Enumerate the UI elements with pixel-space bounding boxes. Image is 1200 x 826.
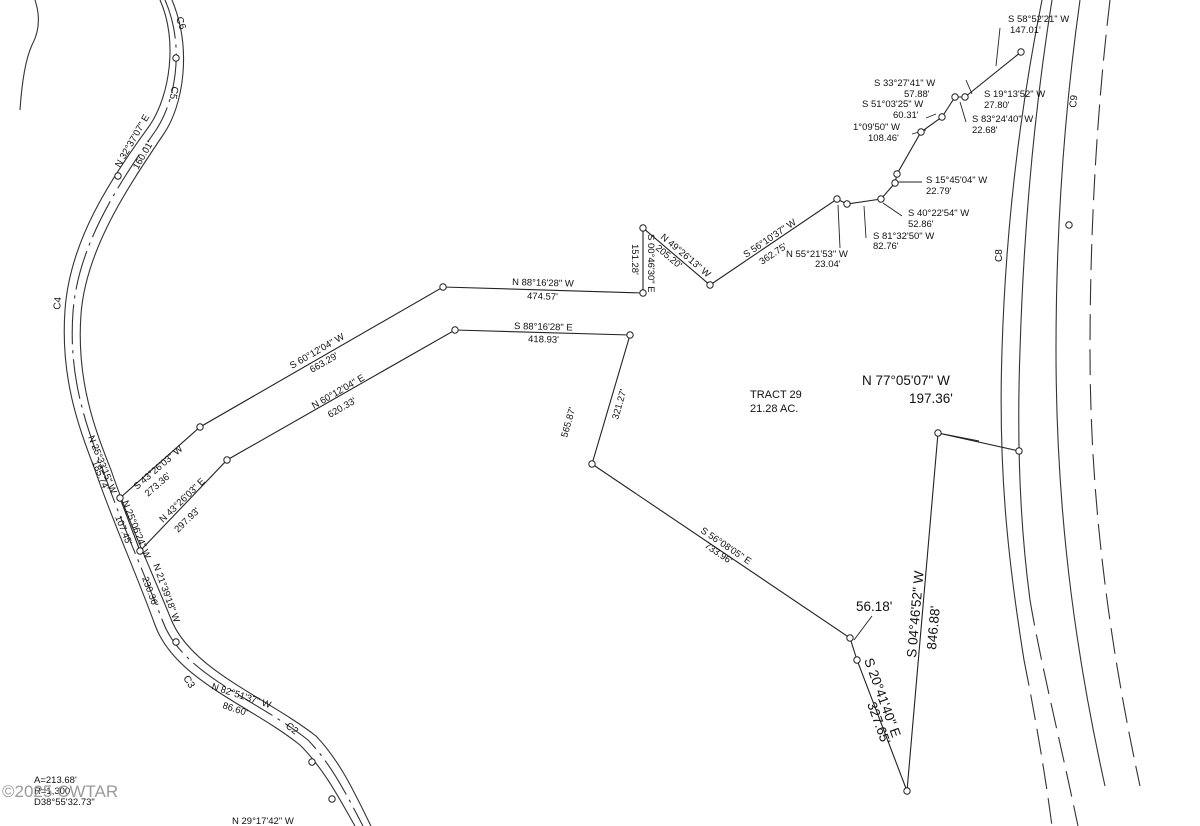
leader-lines	[837, 27, 1001, 641]
l8-distance-label: 108.46'	[868, 133, 899, 144]
s04-distance-label: 846.88'	[924, 605, 943, 650]
l5-bearing-label: S 81°32'50" W	[873, 231, 934, 242]
curve-arc-length: A=213.68'	[34, 775, 77, 786]
l12-distance-label: 22.68'	[972, 125, 998, 136]
curve-label-c8: C8	[994, 249, 1005, 262]
l9-distance-label: 60.31'	[893, 110, 919, 121]
easement-end-tick	[119, 497, 141, 552]
west-boundary-distance-1: 565.87'	[559, 406, 578, 439]
l1-distance-label: 151.28'	[629, 244, 640, 275]
n77-bearing-label: N 77°05'07" W	[862, 373, 950, 388]
east-road-edge-2-dashed	[1029, 599, 1079, 826]
curve-label-c3: C3	[180, 674, 196, 691]
l11-bearing-label: S 19°13'52" W	[984, 89, 1045, 100]
tract-area: 21.28 AC.	[750, 403, 798, 415]
bottom-bearing-label: N 29°17'42" W	[232, 816, 294, 826]
c2-distance-label: 86.60'	[221, 700, 249, 718]
east-road-edge-1-dashed	[1023, 659, 1053, 826]
west-road-inner-edge	[79, 0, 372, 826]
tract-name: TRACT 29	[750, 389, 802, 401]
l12-bearing-label: S 83°24'40" W	[972, 114, 1033, 125]
l6-distance-label: 52.86'	[908, 219, 934, 230]
easement-outer-line	[119, 286, 644, 499]
easement-lines	[119, 286, 644, 552]
west-road	[19, 0, 372, 826]
east-road-edge-3-dashed	[1089, 0, 1141, 787]
west-road-centerline	[71, 0, 364, 826]
outer3-distance-label: 474.57'	[527, 291, 558, 303]
l8-bearing-label: 1°09'50" W	[853, 122, 900, 133]
l5-distance-label: 82.76'	[873, 241, 899, 252]
curve-label-c9: C9	[1068, 94, 1080, 108]
monument-pins	[114, 48, 1073, 803]
l13-distance-label: 147.01'	[1010, 25, 1041, 36]
n77-distance-label: 197.36'	[909, 391, 953, 406]
curve-delta: D38°55'32.73"	[34, 797, 95, 808]
copyright-watermark: ©2025 CWTAR	[2, 782, 118, 801]
s04-bearing-label: S 04°46'52" W	[904, 570, 927, 658]
west-south-boundary-line	[591, 334, 1020, 792]
curve-label-c6: C6	[173, 16, 188, 32]
east-road-edge-2	[1018, 0, 1053, 601]
l1-bearing-label: S 00°46'30" E	[645, 234, 656, 293]
l6-bearing-label: S 40°22'54" W	[908, 208, 969, 219]
east-road	[1000, 0, 1141, 826]
tract-boundary	[591, 51, 1022, 792]
west-road-outer-edge	[63, 0, 356, 826]
curve-label-c4: C4	[52, 296, 64, 310]
inner3-bearing-label: S 88°16'28" E	[514, 321, 573, 334]
outer3-bearing-label: N 88°16'28" W	[512, 277, 574, 290]
l7-distance-label: 22.79'	[926, 186, 952, 197]
l4-bearing-label: N 55°21'53" W	[786, 249, 848, 260]
east-road-edge-3	[1055, 0, 1106, 787]
west-edge-arc	[19, 0, 39, 111]
l9-bearing-label: S 51°03'25" W	[862, 99, 923, 110]
tract-label: TRACT 29 21.28 AC.	[750, 389, 802, 415]
l11-distance-label: 27.80'	[984, 100, 1010, 111]
l13-bearing-label: S 58°52'21" W	[1008, 14, 1069, 25]
boundary-labels: S 00°46'30" E 151.28' N 49°26'13" W 205.…	[559, 14, 1069, 746]
curve-label-c5: C5	[167, 85, 180, 100]
l10-distance-label: 57.88'	[904, 89, 930, 100]
easement-inner-line	[139, 329, 631, 552]
curve-radius: R=1,300'	[34, 786, 72, 797]
l4-distance-label: 23.04'	[815, 259, 841, 270]
short-distance-label: 56.18'	[856, 599, 892, 614]
l10-bearing-label: S 33°27'41" W	[874, 78, 935, 89]
l7-bearing-label: S 15°45'04" W	[926, 175, 987, 186]
curve-labels: C6 C5 C4 C3 C2 C8 C9	[52, 16, 1080, 738]
inner3-distance-label: 418.93'	[528, 334, 559, 346]
easement-labels: S 43°26'03" W 273.36' S 60°12'04" W 663.…	[132, 277, 574, 535]
east-road-edge-1	[1000, 0, 1043, 661]
